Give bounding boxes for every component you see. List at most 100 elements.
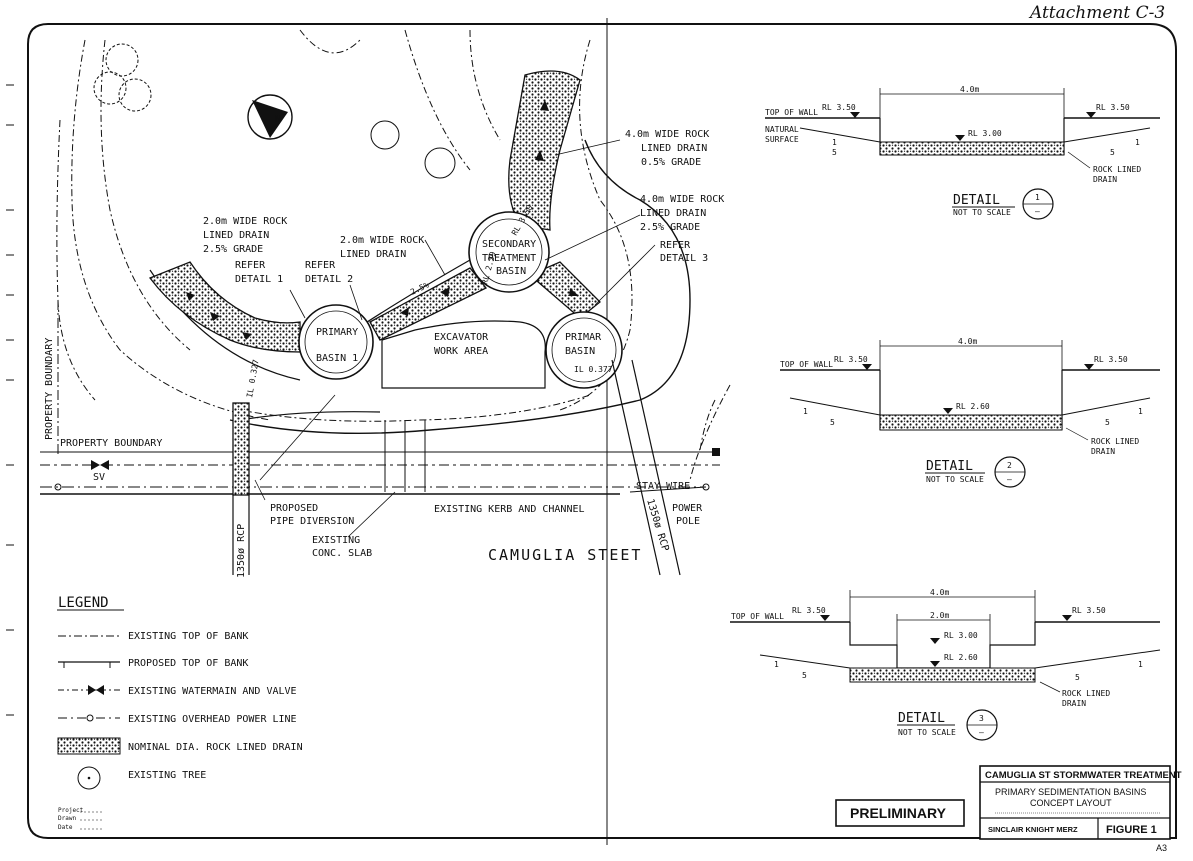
svg-text:ROCK LINED: ROCK LINED [1093,165,1141,174]
site-plan: N PROPERTY BOUNDARY PROPERTY BOUNDARY SV… [40,29,731,578]
svg-text:NOT TO SCALE: NOT TO SCALE [953,208,1011,217]
primary-2-il-label: IL 0.377 [574,365,613,374]
sheet-size: A3 [1156,843,1167,853]
detail-1: 4.0m TOP OF WALL RL 3.50 RL 3.50 NATURAL… [765,85,1160,220]
svg-text:RL 3.00: RL 3.00 [968,129,1002,138]
svg-text:2.0m: 2.0m [930,611,949,620]
power-pole-left [54,483,62,491]
legend-swatch-rock-drain [57,737,121,755]
svg-text:BASIN 1: BASIN 1 [316,353,358,364]
drain-4m-right-note: 4.0m WIDE ROCK LINED DRAIN 2.5% GRADE [640,194,724,233]
excavator-area-label: EXCAVATOR WORK AREA [434,332,489,357]
svg-text:–: – [1007,475,1012,484]
drain-2m-middle-note: 2.0m WIDE ROCK LINED DRAIN [340,235,424,260]
leader-lines [254,139,656,538]
drain-4m-note: 4.0m WIDE ROCK LINED DRAIN 0.5% GRADE [625,129,709,168]
site-boundary-curve [229,139,691,435]
detail-1-title: DETAIL [953,193,1000,208]
svg-text:RL 3.50: RL 3.50 [1096,103,1130,112]
stay-wire-line [629,486,707,493]
valve-marker-right [712,448,720,456]
svg-text:PRIMARY: PRIMARY [316,327,358,338]
kerb-label: EXISTING KERB AND CHANNEL [434,504,585,515]
svg-text:DETAIL 3: DETAIL 3 [660,253,708,264]
refer-detail-1: REFER DETAIL 1 [235,260,283,285]
svg-text:EXISTING: EXISTING [312,535,360,546]
rcp-pipe-right-2 [631,359,681,576]
drain-2m-middle [369,267,488,341]
legend-item: EXISTING TOP OF BANK [128,631,248,642]
legend-title: LEGEND [58,595,109,611]
svg-text:BASIN: BASIN [496,266,526,277]
svg-text:5: 5 [832,148,837,157]
sv-label: SV [93,472,105,483]
legend-item: NOMINAL DIA. ROCK LINED DRAIN [128,742,303,753]
svg-text:1: 1 [803,407,808,416]
legend: LEGEND EXISTING TOP OF BANK PROPOSED TOP… [57,595,303,790]
svg-text:Project: Project [58,807,84,814]
svg-text:2.0m WIDE ROCK: 2.0m WIDE ROCK [340,235,424,246]
svg-text:4.0m: 4.0m [960,85,979,94]
street-name: CAMUGLIA STEET [488,546,642,564]
property-boundary-vertical-label: PROPERTY BOUNDARY [44,338,55,440]
rcp-right-label: 1350ø RCP [644,498,670,553]
svg-text:DETAIL 1: DETAIL 1 [235,274,283,285]
rcp-left-label: 1350ø RCP [236,524,247,578]
tree-circle [118,78,152,112]
tree-circle [105,43,139,77]
secondary-basin-label: SECONDARY TREATMENT BASIN [482,239,536,277]
primary-basin-2-label: PRIMAR BASIN [565,332,602,357]
svg-text:EXCAVATOR: EXCAVATOR [434,332,489,343]
title-block-company: SINCLAIR KNIGHT MERZ [988,825,1078,834]
primary-basin-1-inner [304,310,368,374]
svg-text:TOP OF WALL: TOP OF WALL [780,360,833,369]
drain-4m-right [528,261,601,319]
watermain-valve [91,460,109,470]
flow-arrows [186,100,579,340]
title-block-subtitle-2: CONCEPT LAYOUT [1030,798,1112,808]
svg-text:PIPE DIVERSION: PIPE DIVERSION [270,516,354,527]
svg-text:POLE: POLE [676,516,700,527]
svg-text:N: N [275,114,281,125]
svg-text:DETAIL 2: DETAIL 2 [305,274,353,285]
svg-text:DRAIN: DRAIN [1091,447,1115,456]
excavator-work-area [381,320,546,389]
svg-text:2: 2 [1007,461,1012,470]
svg-text:REFER: REFER [660,240,691,251]
legend-item: PROPOSED TOP OF BANK [128,658,248,669]
svg-text:RL 3.50: RL 3.50 [834,355,868,364]
power-pole-label: POWER POLE [672,503,703,527]
svg-text:PRIMAR: PRIMAR [565,332,602,343]
preliminary-stamp [835,799,965,827]
svg-text:–: – [979,728,984,737]
legend-item: EXISTING OVERHEAD POWER LINE [128,714,297,725]
legend-item: EXISTING TREE [128,770,206,781]
drain-2m-left-note: 2.0m WIDE ROCK LINED DRAIN 2.5% GRADE [203,216,287,255]
conc-slab-label: EXISTING CONC. SLAB [312,535,372,559]
svg-text:TOP OF WALL: TOP OF WALL [731,612,784,621]
preliminary-label: PRELIMINARY [850,805,947,821]
attachment-label: Attachment C-3 [1028,3,1165,23]
detail-3: 4.0m 2.0m TOP OF WALL RL 3.50 RL 3.50 RL… [730,588,1161,741]
detail-2-title: DETAIL [926,459,973,474]
svg-text:ROCK LINED: ROCK LINED [1091,437,1139,446]
svg-text:RL 3.50: RL 3.50 [822,103,856,112]
svg-text:5: 5 [1110,148,1115,157]
proposed-top-of-bank [149,259,621,421]
detail-3-title: DETAIL [898,711,945,726]
svg-text:REFER: REFER [305,260,336,271]
legend-item: EXISTING WATERMAIN AND VALVE [128,686,297,697]
svg-text:LINED DRAIN: LINED DRAIN [640,208,706,219]
primary-1-il-label: IL 0.327 [245,359,261,399]
svg-text:5: 5 [830,418,835,427]
svg-text:RL 3.50: RL 3.50 [792,606,826,615]
svg-text:NATURAL: NATURAL [765,125,799,134]
svg-text:RL 3.00: RL 3.00 [944,631,978,640]
existing-contours [56,29,731,481]
svg-text:DRAIN: DRAIN [1062,699,1086,708]
svg-text:2.5% GRADE: 2.5% GRADE [203,244,263,255]
svg-text:3: 3 [979,714,984,723]
svg-text:Date: Date [58,824,73,831]
project-fields: Project Drawn Date [58,807,104,831]
